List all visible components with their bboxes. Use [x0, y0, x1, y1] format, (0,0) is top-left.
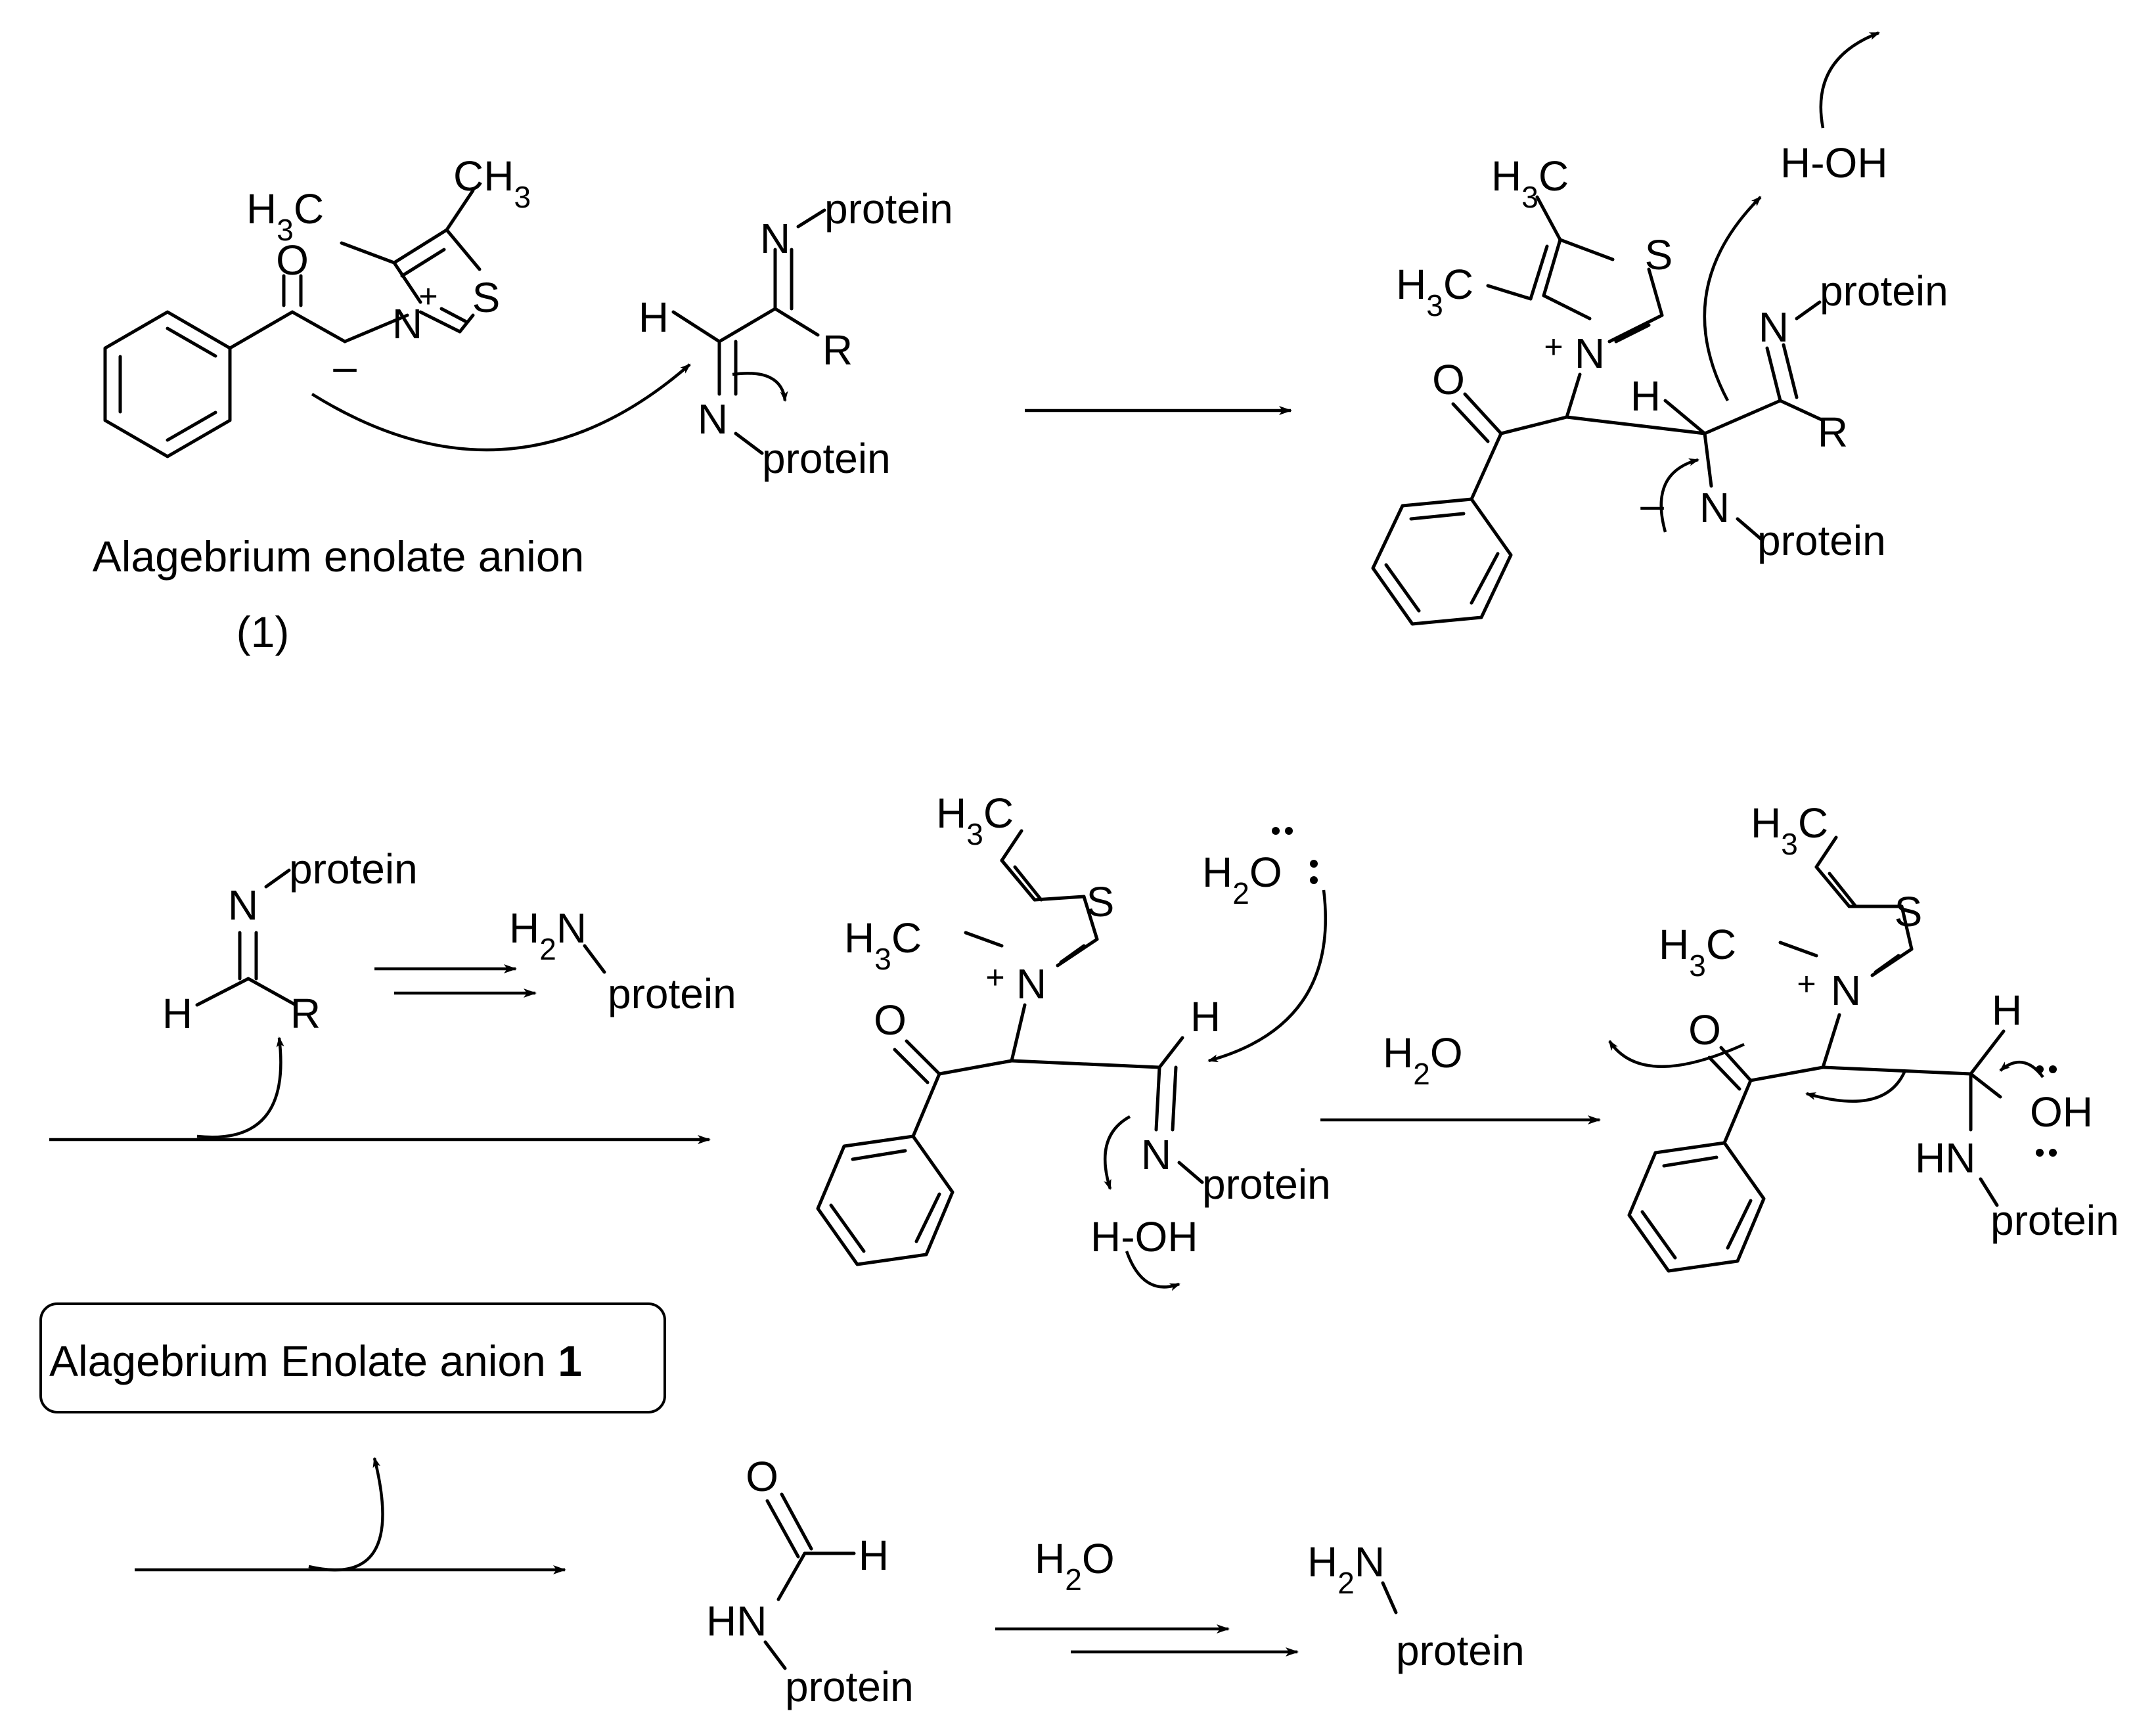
structure-carbinolamine: H3C H3C S N + O H OH HN protein: [1627, 799, 2119, 1273]
label-h: H: [859, 1532, 889, 1579]
label-oxygen: O: [874, 996, 907, 1044]
reagent-hydrolysis-1: H2O: [1383, 1029, 1463, 1091]
curly-arrow-water-attack: [1207, 889, 1327, 1063]
curly-arrow-release: [196, 1036, 284, 1139]
label-water-top: H-OH: [1780, 139, 1888, 187]
label-amide-nitrogen: N: [1699, 484, 1730, 531]
curly-arrow-hydroxyl-lone-pair: [1999, 1060, 2044, 1078]
label-methyl-side: H3C: [1659, 921, 1736, 983]
label-methyl-side: H3C: [1396, 261, 1473, 322]
caption-enolate-name: Alagebrium enolate anion: [93, 532, 585, 581]
label-thiazolium-nitrogen: N: [1831, 967, 1861, 1014]
label-protein-bottom: protein: [762, 435, 891, 482]
label-imine-nitrogen: N: [1759, 303, 1789, 351]
curly-arrow-enolate-release: [308, 1457, 384, 1572]
curly-arrow-proton-abstraction: [1703, 196, 1762, 402]
label-protein: protein: [1202, 1161, 1331, 1208]
label-protein-bottom: protein: [1757, 517, 1886, 564]
label-h: H: [639, 294, 669, 341]
label-methyl-side: H3C: [844, 914, 922, 976]
curly-arrow-enolate-formation: [1608, 1040, 1745, 1068]
label-water-nucleophile: H2O: [1202, 849, 1282, 910]
structure-imine-intermediate: H3C H3C S N + O H N protein: [816, 789, 1331, 1266]
label-hydroxyl: OH: [2030, 1088, 2093, 1136]
label-h: H: [1190, 993, 1221, 1040]
label-protein-top: protein: [824, 185, 953, 233]
curly-arrow-amide-attack: [1659, 458, 1699, 533]
label-amine-protein: protein: [608, 970, 736, 1017]
label-imine-nitrogen: N: [1141, 1131, 1171, 1178]
label-amine-protein: protein: [1396, 1627, 1525, 1674]
label-amine-h2n: H2N: [509, 904, 587, 966]
label-r: R: [290, 990, 321, 1037]
label-imine-nitrogen-top: N: [760, 215, 790, 262]
label-water-bottom: H-OH: [1090, 1213, 1198, 1260]
structure-formamide: O H HN protein: [706, 1453, 914, 1710]
label-imine-nitrogen: N: [228, 881, 258, 929]
caption-enolate-box: Alagebrium Enolate anion 1: [49, 1337, 582, 1385]
label-h: H: [1992, 987, 2022, 1034]
label-r: R: [1818, 409, 1848, 456]
label-oxygen: O: [746, 1453, 778, 1500]
curly-arrow-nucleophilic-attack: [311, 363, 691, 452]
label-protein: protein: [1990, 1197, 2119, 1244]
curly-arrow-hydroxide: [1125, 1251, 1180, 1291]
reagent-hydrolysis-2: H2O: [1035, 1535, 1115, 1597]
label-oxygen: O: [1688, 1006, 1721, 1054]
curly-arrow-bond-cleavage: [1805, 1070, 1907, 1103]
label-h: H: [162, 990, 192, 1037]
label-methyl-left: H3C: [246, 185, 324, 247]
structure-alagebrium-enolate: O – N + S H3C CH3 Alagebrium enolate ani…: [93, 152, 585, 656]
structure-adduct: H3C H3C S N + O H N protein R N – protei…: [1371, 152, 1948, 626]
curly-arrow-water: [1819, 31, 1880, 129]
label-thiazolium-nitrogen: N: [1016, 960, 1046, 1008]
label-protein: protein: [785, 1663, 914, 1710]
label-thiazolium-charge: +: [1544, 328, 1563, 365]
label-methyl-right: CH3: [453, 152, 531, 214]
label-oxygen: O: [276, 236, 309, 284]
label-amine-h2n: H2N: [1307, 1538, 1385, 1600]
label-sulfur: S: [1895, 888, 1923, 935]
label-imine-nitrogen-bottom: N: [698, 395, 728, 443]
label-r: R: [822, 326, 853, 374]
label-amine-hn: HN: [706, 1597, 767, 1645]
label-amine-hn: HN: [1915, 1134, 1975, 1182]
label-sulfur: S: [1645, 231, 1673, 278]
label-methyl-top: H3C: [1491, 152, 1569, 214]
label-thiazolium-nitrogen: N: [392, 300, 422, 347]
enolate-regenerated-box: [39, 1302, 666, 1413]
structure-released-imine: N protein H R: [162, 845, 418, 1037]
caption-enolate-number: (1): [236, 608, 290, 656]
label-sulfur: S: [1087, 878, 1115, 925]
label-sulfur: S: [472, 274, 501, 321]
label-thiazolium-charge: +: [985, 959, 1004, 996]
curly-arrow-pi-bond: [732, 372, 788, 402]
label-h: H: [1630, 372, 1661, 420]
label-methyl-top: H3C: [1751, 799, 1828, 861]
structure-diimine: H N protein R N protein: [639, 185, 953, 482]
label-protein-top: protein: [1820, 267, 1948, 315]
label-thiazolium-nitrogen: N: [1575, 330, 1605, 377]
label-oxygen: O: [1432, 356, 1465, 403]
label-methyl-top: H3C: [936, 789, 1014, 851]
curly-arrow-nitrogen-protonation: [1103, 1115, 1131, 1190]
label-protein: protein: [289, 845, 418, 893]
label-thiazolium-charge: +: [418, 278, 438, 315]
label-carbanion-charge: –: [333, 343, 357, 390]
label-thiazolium-charge: +: [1797, 966, 1816, 1002]
